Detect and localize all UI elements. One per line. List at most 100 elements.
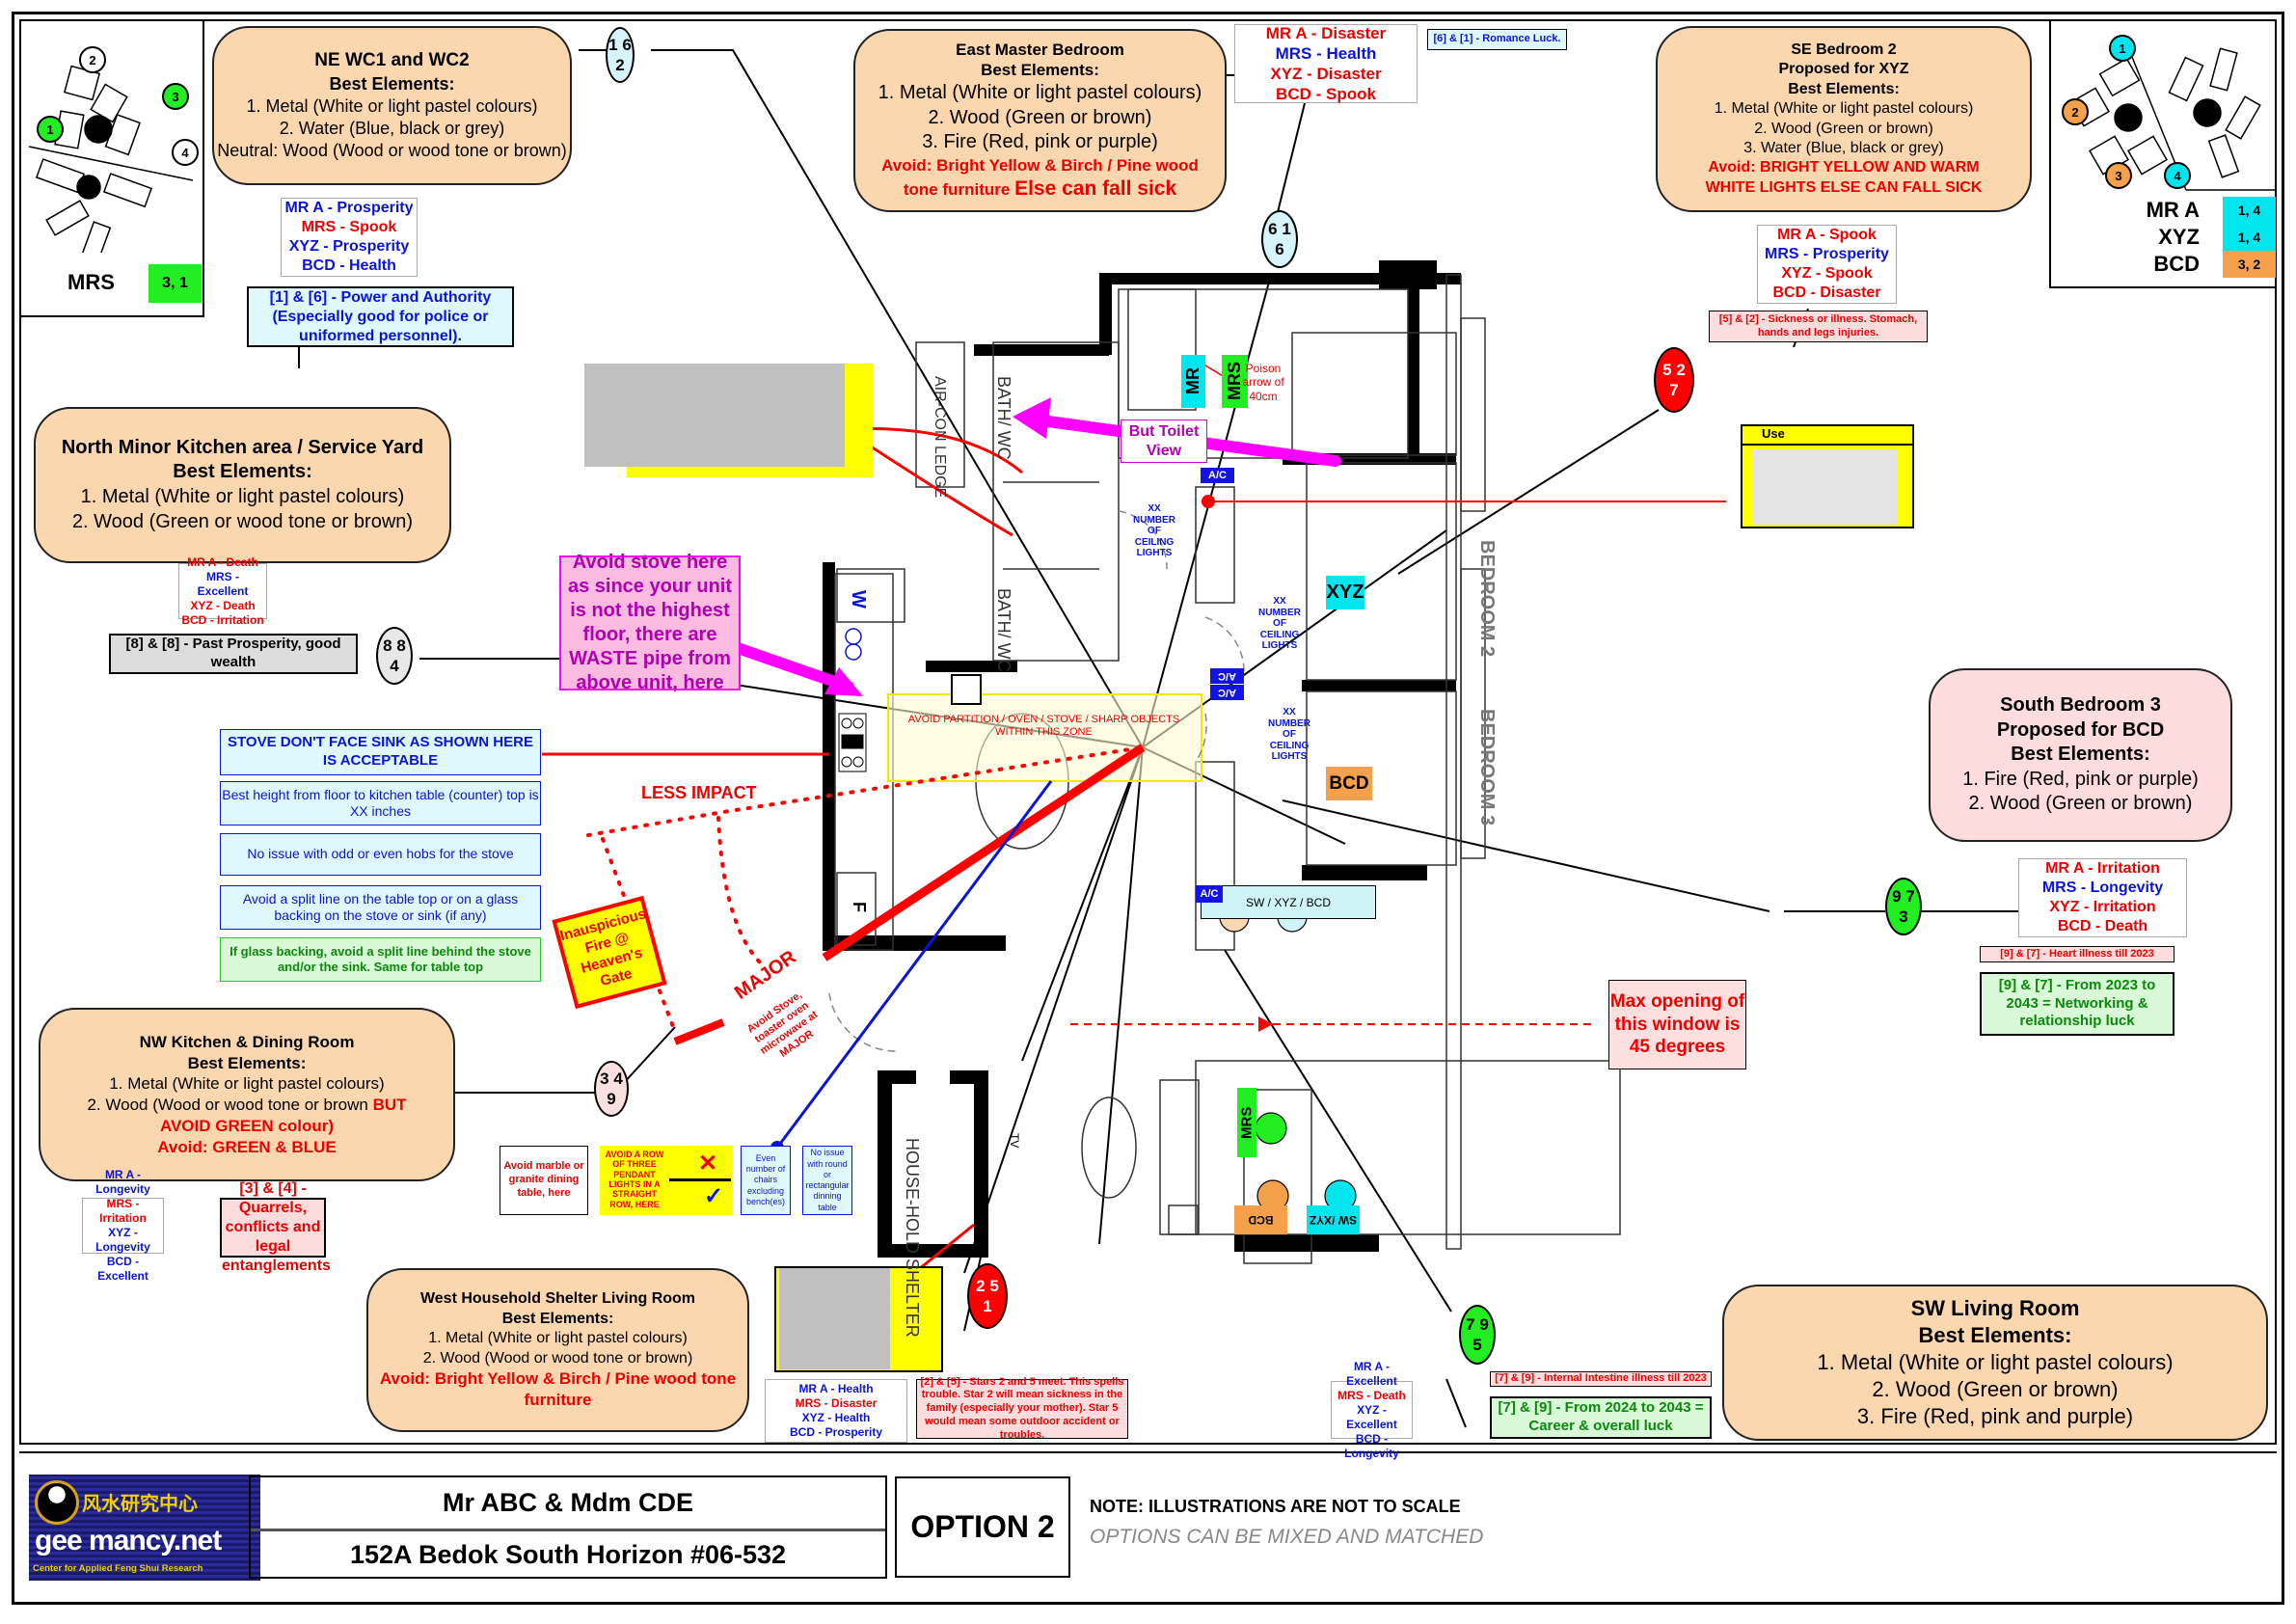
element-line: Neutral: Wood (Wood or wood tone or brow… bbox=[217, 140, 567, 160]
room-subtitle: Best Elements: bbox=[2011, 744, 2150, 766]
tip-stove-sink: STOVE DON'T FACE SINK AS SHOWN HERE IS A… bbox=[220, 729, 541, 775]
desk-layout-icon bbox=[28, 65, 194, 253]
label-tv: TV bbox=[1008, 1133, 1021, 1149]
luck-entry: BCD - Longevity bbox=[1344, 1431, 1399, 1460]
element-line: 1. Metal (White or light pastel colours) bbox=[80, 486, 405, 507]
luck-entry: MRS - Death bbox=[1337, 1388, 1406, 1402]
element-line: 1. Metal (White or light pastel colours) bbox=[109, 1074, 385, 1094]
room-card-west-shelter: West Household Shelter Living Room Best … bbox=[366, 1268, 749, 1432]
room-subtitle: Best Elements: bbox=[501, 1310, 614, 1327]
person-directions: 3, 1 bbox=[149, 264, 202, 303]
star-numbers: 1 bbox=[983, 1297, 992, 1315]
room-title-2: Proposed for XYZ bbox=[1778, 61, 1909, 78]
tip-hobs: No issue with odd or even hobs for the s… bbox=[220, 833, 541, 876]
element-line: 2. Wood (Green or brown) bbox=[1872, 1377, 2119, 1402]
use-label: Use bbox=[1742, 426, 1912, 446]
label-less-impact: LESS IMPACT bbox=[641, 783, 757, 802]
element-line: 3. Water (Blue, black or grey) bbox=[1743, 139, 1944, 156]
luck-entry: MR A - Death bbox=[187, 555, 258, 569]
note-romance: [6] & [1] - Romance Luck. bbox=[1427, 29, 1567, 50]
major-line bbox=[822, 744, 1146, 961]
luck-entry: MRS - Irritation bbox=[99, 1197, 147, 1225]
aircon-unit: A/C bbox=[1201, 468, 1234, 483]
person-values: 1, 4 1, 4 3, 2 bbox=[2223, 197, 2276, 278]
person-name: BCD bbox=[2153, 252, 2200, 276]
luck-entry: XYZ - Health bbox=[801, 1411, 871, 1424]
luck-entry: XYZ - Death bbox=[190, 598, 256, 612]
option-label: OPTION 2 bbox=[895, 1476, 1070, 1578]
luck-entry: MR A - Disaster bbox=[1265, 23, 1387, 42]
redacted-image bbox=[779, 1268, 890, 1369]
occupant-xyz: XYZ bbox=[1326, 576, 1364, 609]
note-poison-arrow: Poison arrow of 40cm bbox=[1242, 362, 1284, 403]
element-line: 1. Metal (White or light pastel colours) bbox=[246, 95, 538, 116]
compass-num-2: 2 bbox=[79, 46, 106, 73]
client-name: Mr ABC & Mdm CDE bbox=[251, 1477, 885, 1531]
aircon-unit: A/C bbox=[1210, 685, 1244, 700]
compass-num-4: 4 bbox=[172, 139, 199, 166]
compass-num-2: 2 bbox=[2062, 98, 2089, 125]
check-icon: ✓ bbox=[704, 1183, 724, 1209]
compass-num-4: 4 bbox=[2164, 162, 2191, 189]
element-line: 2. Wood (Green or brown) bbox=[928, 106, 1152, 128]
room-card-se-bedroom-2: SE Bedroom 2 Proposed for XYZ Best Eleme… bbox=[1656, 26, 2032, 212]
avoid-text: Avoid: GREEN & BLUE bbox=[157, 1137, 337, 1156]
label-aircon-ledge: AIR-CON LEDGE bbox=[932, 376, 948, 499]
logo-chinese: 风水研究中心 bbox=[82, 1494, 198, 1515]
note-round-table: No issue with round or rectangular dinni… bbox=[802, 1146, 852, 1215]
room-card-east-master: East Master Bedroom Best Elements: 1. Me… bbox=[853, 29, 1227, 212]
ceiling-lights-note: XX NUMBER OF CEILING LIGHTS bbox=[1133, 503, 1175, 558]
avoid-zone-text: AVOID PARTITION / OVEN / STOVE / SHARP O… bbox=[907, 714, 1180, 739]
occupant-mr: MR bbox=[1181, 355, 1205, 408]
element-line: 1. Metal (White or light pastel colours) bbox=[878, 82, 1202, 104]
person-value: 1, 4 bbox=[2223, 224, 2276, 251]
person-name: XYZ bbox=[2158, 225, 2200, 249]
avoid-zone bbox=[887, 693, 1202, 782]
tip-glass-backing: If glass backing, avoid a split line beh… bbox=[220, 937, 541, 982]
avoid-text-strong: Else can fall sick bbox=[1014, 176, 1177, 200]
element-line: 3. Fire (Red, pink or purple) bbox=[922, 131, 1158, 153]
label-household-shelter: HOUSE-HOLD SHELTER bbox=[903, 1138, 922, 1338]
luck-entry: BCD - Health bbox=[302, 257, 396, 274]
luck-entry: BCD - Excellent bbox=[97, 1255, 149, 1283]
luck-entry: MR A - Excellent bbox=[1346, 1359, 1397, 1388]
luck-entry: MR A - Spook bbox=[1777, 227, 1877, 243]
luck-entry: XYZ - Excellent bbox=[1346, 1402, 1397, 1431]
note-past-prosperity: [8] & [8] - Past Prosperity, good wealth bbox=[109, 634, 358, 674]
compass-num-3: 3 bbox=[162, 83, 189, 110]
label-bedroom-3: BEDROOM 3 bbox=[1476, 709, 1498, 826]
compass-num-1: 1 bbox=[2109, 35, 2136, 62]
occupant-sw-xyz-living: SW /XYZ bbox=[1307, 1205, 1360, 1234]
ceiling-lights-note: XX NUMBER OF CEILING LIGHTS bbox=[1258, 596, 1301, 651]
redacted-image-box-right: Use bbox=[1741, 424, 1914, 528]
star-numbers: 9 bbox=[607, 1090, 616, 1108]
compass-panel-right: 1 2 3 4 MR A XYZ BCD 1, 4 1, 4 3, 2 bbox=[2049, 21, 2277, 288]
note-career-luck: [7] & [9] - From 2024 to 2043 = Career &… bbox=[1490, 1396, 1712, 1439]
pendant-lights-text: AVOID A ROW OF THREE PENDANT LIGHTS IN A… bbox=[605, 1150, 664, 1209]
label-fridge: F bbox=[850, 902, 869, 912]
star-numbers: 9 7 bbox=[1892, 886, 1915, 906]
redacted-image bbox=[584, 364, 845, 467]
aircon-unit: A/C bbox=[1196, 885, 1223, 903]
room-title: NW Kitchen & Dining Room bbox=[139, 1032, 355, 1051]
star-numbers: 5 2 bbox=[1662, 360, 1686, 379]
yin-yang-icon bbox=[35, 1480, 79, 1525]
star-numbers: 5 bbox=[1472, 1336, 1482, 1354]
room-title: West Household Shelter Living Room bbox=[419, 1290, 696, 1308]
luck-entry: MR A - Prosperity bbox=[284, 200, 414, 216]
client-block: Mr ABC & Mdm CDE 152A Bedok South Horizo… bbox=[249, 1475, 887, 1579]
cross-icon: ✕ bbox=[698, 1150, 718, 1177]
element-line: 1. Metal (White or light pastel colours) bbox=[428, 1330, 688, 1347]
aircon-unit: A/C bbox=[1210, 668, 1244, 684]
